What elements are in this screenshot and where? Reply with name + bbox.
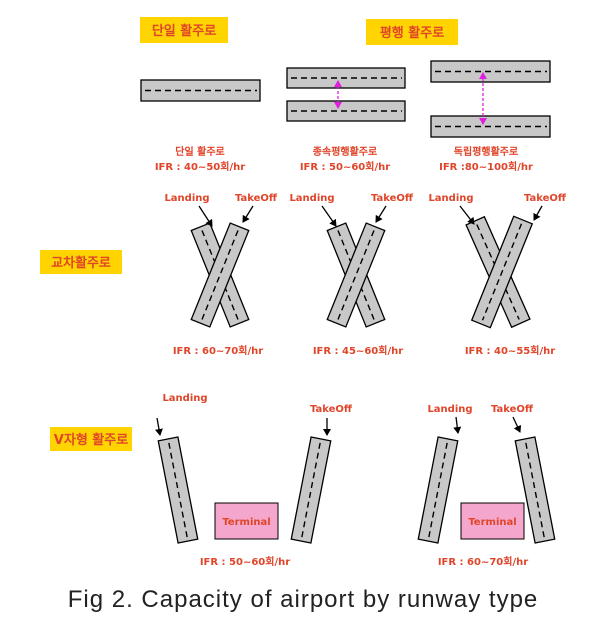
header-single-runway: 단일 활주로 [140, 17, 228, 43]
v-ifr-2: IFR : 60~70회/hr [438, 555, 528, 568]
crossing-runways-1 [190, 222, 250, 328]
independent-parallel-ifr: IFR :80~100회/hr [439, 160, 533, 173]
landing-label: Landing [164, 193, 209, 204]
landing-label: Landing [428, 193, 473, 204]
takeoff-label: TakeOff [524, 193, 567, 204]
landing-arrow [321, 205, 337, 227]
takeoff-arrow [512, 416, 522, 433]
close-parallel-runways [286, 67, 406, 122]
header-parallel-runway: 평행 활주로 [366, 19, 458, 45]
crossing-ifr-3: IFR : 40~55회/hr [465, 344, 555, 357]
close-parallel-name: 종속평행활주로 [313, 145, 377, 158]
v-runway-right-takeoff [514, 436, 556, 544]
single-runway [140, 79, 261, 102]
v-runway-right-landing [417, 436, 459, 544]
landing-label: Landing [162, 393, 207, 404]
independent-parallel-name: 독립평행활주로 [454, 145, 518, 158]
close-parallel-ifr: IFR : 50~60회/hr [300, 160, 390, 173]
header-v-shape-runway-label: V자형 활주로 [54, 432, 128, 448]
header-parallel-runway-label: 평행 활주로 [380, 25, 444, 41]
single-runway-name: 단일 활주로 [175, 145, 224, 158]
takeoff-label: TakeOff [310, 404, 353, 415]
independent-parallel-runways [430, 60, 551, 138]
takeoff-arrow [242, 205, 254, 223]
landing-label: Landing [289, 193, 334, 204]
terminal-label: Terminal [468, 517, 516, 528]
header-single-runway-label: 단일 활주로 [152, 23, 216, 39]
takeoff-label: TakeOff [491, 404, 534, 415]
landing-label: Landing [427, 404, 472, 415]
v-ifr-1: IFR : 50~60회/hr [200, 555, 290, 568]
v-runway-left-landing [157, 436, 199, 544]
crossing-ifr-1: IFR : 60~70회/hr [173, 344, 263, 357]
takeoff-label: TakeOff [371, 193, 414, 204]
takeoff-arrow [533, 205, 543, 221]
v-runway-left-takeoff [290, 436, 332, 544]
header-v-shape-runway: V자형 활주로 [50, 427, 132, 451]
landing-arrow [155, 417, 163, 436]
crossing-runways-3 [465, 215, 534, 329]
terminal-label: Terminal [222, 517, 270, 528]
landing-arrow [459, 205, 475, 225]
landing-arrow [198, 205, 213, 227]
terminal-right: Terminal [460, 502, 525, 540]
takeoff-arrow [375, 205, 387, 223]
crossing-runways-2 [326, 222, 386, 328]
terminal-left: Terminal [214, 502, 279, 540]
header-crossing-runway: 교차활주로 [40, 250, 122, 274]
crossing-ifr-2: IFR : 45~60회/hr [313, 344, 403, 357]
single-runway-ifr: IFR : 40~50회/hr [155, 160, 245, 173]
figure-caption: Fig 2. Capacity of airport by runway typ… [68, 586, 539, 613]
landing-arrow [453, 416, 462, 434]
header-crossing-runway-label: 교차활주로 [51, 255, 111, 271]
takeoff-label: TakeOff [235, 193, 278, 204]
